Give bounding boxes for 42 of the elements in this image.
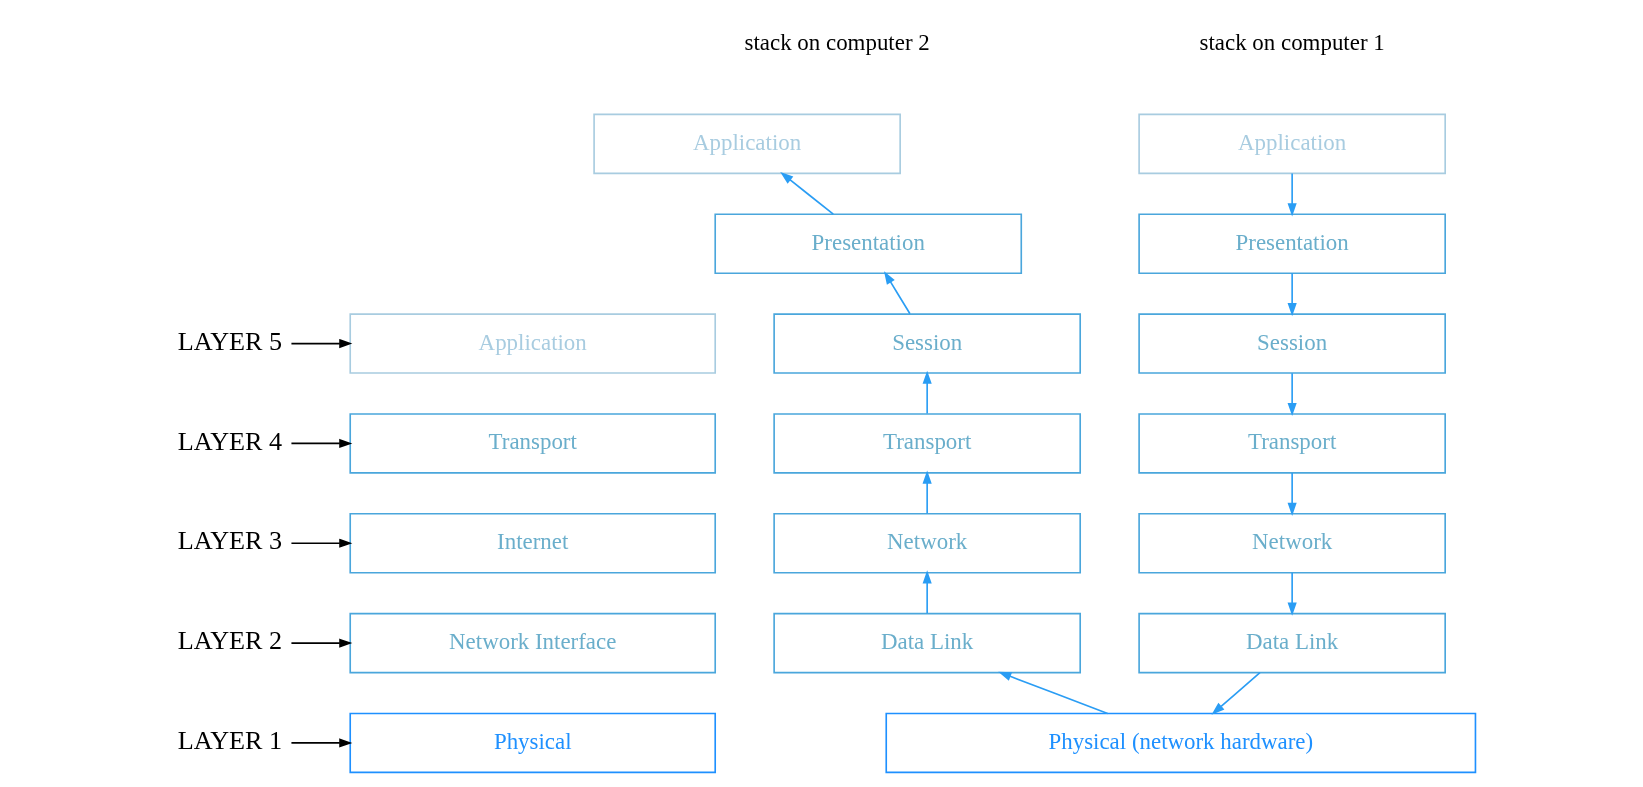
arrow xyxy=(779,171,834,216)
arrow xyxy=(1287,272,1297,317)
label: stack on computer 2 xyxy=(744,30,930,56)
node-box: Session xyxy=(772,313,1081,374)
arrow xyxy=(1287,372,1297,417)
label: stack on computer 1 xyxy=(1199,30,1385,56)
node-box: Transport xyxy=(348,413,716,474)
arrow xyxy=(922,470,932,515)
node-box: Data Link xyxy=(1137,612,1446,674)
node-box: Application xyxy=(1137,113,1446,175)
node-text: LAYER 4 xyxy=(177,426,282,456)
node-box: Internet xyxy=(348,512,716,574)
node-text: LAYER 2 xyxy=(177,626,282,656)
node-box: Presentation xyxy=(1137,213,1446,274)
node-box: Data Link xyxy=(772,612,1081,674)
node-box: Transport xyxy=(772,413,1081,474)
node-box: Application xyxy=(592,113,901,175)
node-text: LAYER 3 xyxy=(177,526,282,556)
node-box: Physical (network hardware) xyxy=(884,712,1476,774)
node-box: Presentation xyxy=(713,213,1022,274)
node-box: Transport xyxy=(1137,413,1446,474)
arrow xyxy=(922,370,932,415)
arrow xyxy=(1287,172,1297,217)
arrow xyxy=(290,438,352,448)
arrow xyxy=(922,570,932,615)
node-box: Application xyxy=(348,313,716,374)
arrow xyxy=(997,671,1108,715)
arrow xyxy=(1210,671,1261,715)
arrow xyxy=(290,339,352,349)
node-text: LAYER 5 xyxy=(177,326,282,356)
node-box: Session xyxy=(1137,313,1446,374)
arrow xyxy=(290,738,352,748)
node-text: LAYER 1 xyxy=(177,726,282,756)
arrow xyxy=(290,638,352,648)
arrow xyxy=(883,271,911,315)
node-box: Network xyxy=(1137,512,1446,574)
node-box: Physical xyxy=(348,712,716,774)
arrow xyxy=(290,538,352,548)
arrow xyxy=(1287,472,1297,516)
arrow xyxy=(1287,572,1297,616)
node-box: Network xyxy=(772,512,1081,574)
node-box: Network Interface xyxy=(348,612,716,674)
